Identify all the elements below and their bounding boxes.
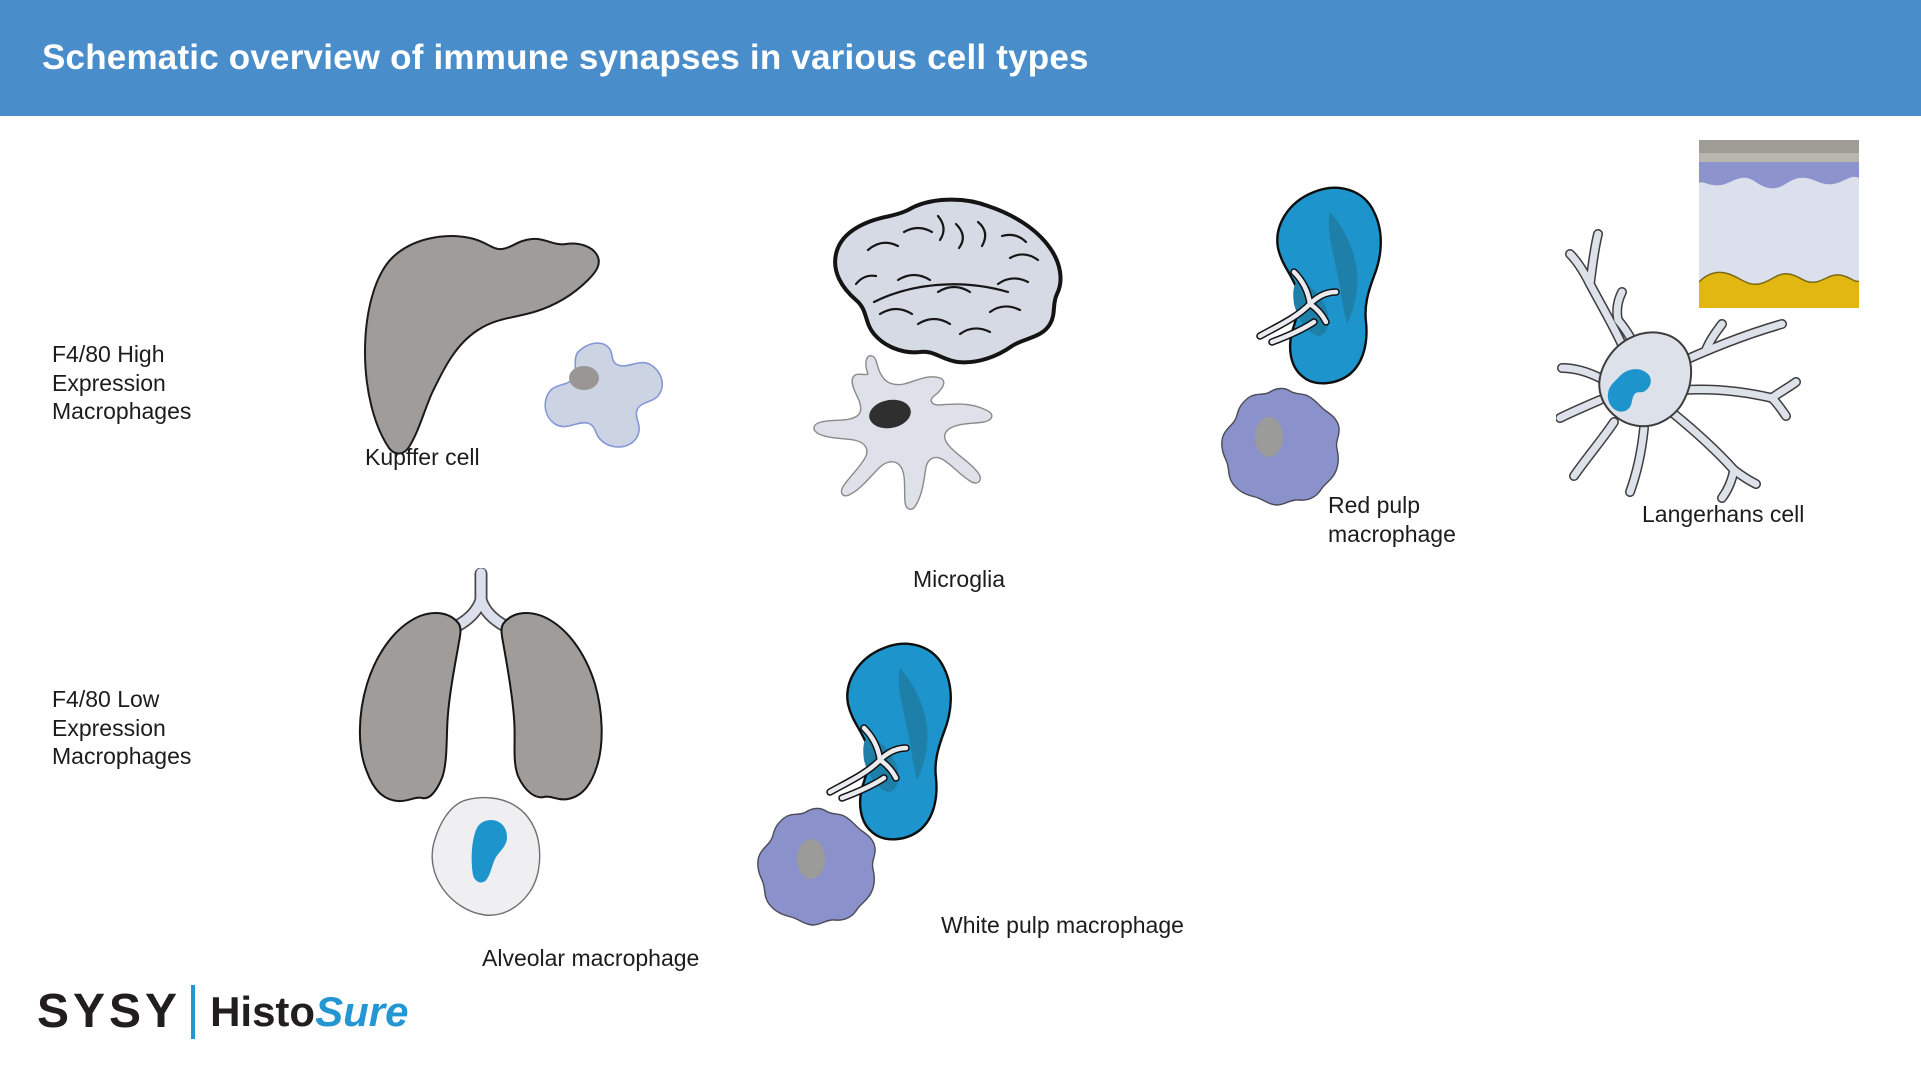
- lungs-icon: [358, 568, 603, 803]
- trachea: [450, 568, 512, 633]
- nucleus: [1607, 369, 1651, 412]
- page-title: Schematic overview of immune synapses in…: [42, 38, 1089, 77]
- brand-logo: SYSY HistoSure: [37, 984, 408, 1039]
- row-label-f480-high: F4/80 High Expression Macrophages: [52, 341, 192, 425]
- red-pulp-macrophage-label: Red pulp macrophage: [1328, 492, 1456, 547]
- skin-top-layer: [1699, 140, 1859, 153]
- nucleus: [569, 366, 599, 390]
- logo-divider: [191, 984, 196, 1039]
- alveolar-macrophage-label: Alveolar macrophage: [482, 945, 700, 971]
- spleen-shading: [898, 668, 928, 780]
- nucleus: [1255, 417, 1283, 457]
- skin-section-icon: [1699, 140, 1859, 308]
- alveolar-macrophage-icon: [431, 796, 541, 916]
- spleen-icon: [1256, 186, 1382, 385]
- white-pulp-macrophage-icon: [757, 807, 876, 926]
- kupffer-cell-icon: [544, 342, 663, 448]
- histosure-logo-text: HistoSure: [210, 987, 409, 1035]
- red-pulp-macrophage-icon: [1221, 387, 1340, 506]
- brain-icon: [833, 197, 1063, 365]
- langerhans-cell-label: Langerhans cell: [1642, 501, 1805, 527]
- title-bar: Schematic overview of immune synapses in…: [0, 0, 1921, 116]
- skin-epidermis-layer: [1699, 162, 1859, 189]
- spleen-icon: [826, 642, 952, 841]
- skin-stratum-layer: [1699, 153, 1859, 162]
- microglia-label: Microglia: [913, 566, 1006, 592]
- langerhans-cell-icon: [1556, 229, 1801, 503]
- nucleus: [471, 819, 507, 883]
- kupffer-cell-label: Kupffer cell: [365, 444, 480, 470]
- brain-gyri: [854, 214, 1040, 336]
- liver-icon: [364, 235, 600, 455]
- row-label-f480-low: F4/80 Low Expression Macrophages: [52, 686, 192, 770]
- nucleus: [869, 399, 911, 429]
- spleen-shading: [1328, 212, 1358, 324]
- spleen-vessels: [1256, 268, 1340, 346]
- white-pulp-macrophage-label: White pulp macrophage: [941, 912, 1184, 938]
- spleen-vessels: [826, 724, 910, 802]
- sysy-logo-text: SYSY: [37, 985, 182, 1038]
- microglia-cell-icon: [813, 355, 993, 510]
- nucleus: [797, 839, 825, 879]
